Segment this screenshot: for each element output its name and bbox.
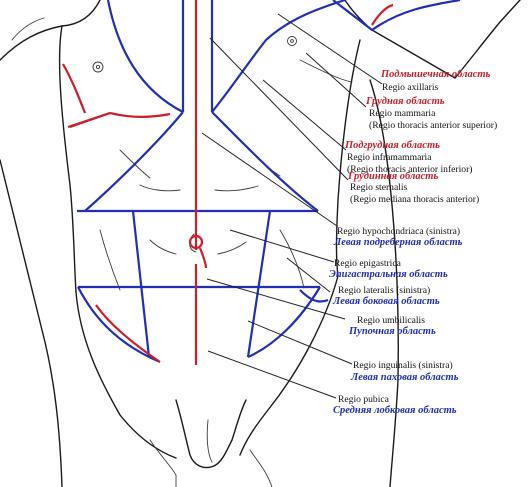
leader-inframammaria: [262, 79, 347, 151]
leader-pubica: [207, 350, 337, 399]
leader-lines: [201, 13, 383, 399]
leader-sternalis: [209, 37, 349, 181]
label-lat-inguinalis: Regio inguinalis (sinistra): [353, 360, 453, 371]
right-nipple-center: [290, 39, 294, 43]
leader-inguinalis: [247, 320, 353, 365]
region-boundaries-red: [62, 0, 394, 365]
label-ru-axillaris: Подмышечная область: [380, 69, 491, 80]
label-lat-mammaria-alt: (Regio thoracis anterior superior): [369, 120, 497, 131]
label-ru-sternalis: Грудинная область: [347, 171, 438, 182]
right-nipple-icon: [287, 36, 297, 46]
label-lat-pubica: Regio pubica: [338, 394, 390, 405]
left-nipple-center: [95, 64, 101, 70]
label-lat-sternalis-alt: (Regio mediana thoracis anterior): [350, 194, 479, 205]
leader-axillaris: [277, 13, 383, 85]
region-labels: Подмышечная область Regio axillaris Груд…: [329, 69, 497, 416]
label-ru-epigastrica: Эпигастральная область: [329, 269, 448, 280]
umbilicus-icon: [188, 234, 204, 250]
label-ru-pubica: Средняя лобковая область: [333, 405, 457, 416]
label-lat-inframammaria-alt: (Regio thoracis anterior inferior): [347, 164, 472, 175]
left-nipple-icon: [92, 61, 104, 73]
region-boundaries-blue: [77, 0, 461, 364]
leader-lateralis: [286, 257, 331, 293]
label-ru-inframammaria: Подгрудная область: [344, 140, 440, 151]
leader-mammaria: [305, 52, 367, 108]
label-ru-hypochondriaca: Левая подреберная область: [333, 237, 463, 248]
label-ru-inguinalis: Левая паховая область: [350, 372, 459, 383]
label-lat-mammaria: Regio mammaria: [369, 108, 436, 119]
label-lat-axillaris: Regio axillaris: [382, 82, 438, 93]
label-lat-epigastrica: Regio epigastrica: [334, 258, 402, 269]
label-ru-umbilicalis: Пупочная область: [348, 326, 436, 337]
leader-epigastrica: [229, 229, 335, 263]
label-ru-mammaria: Грудная область: [365, 96, 445, 107]
label-lat-umbilicalis: Regio umbilicalis: [357, 315, 425, 326]
label-lat-sternalis: Regio sternalis: [350, 182, 408, 193]
label-lat-hypochondriaca: Regio hypochondriaca (sinistra): [337, 226, 460, 237]
leader-hypochondriaca: [201, 132, 338, 227]
leader-umbilicalis: [206, 278, 346, 320]
label-lat-lateralis: Regio lateralis (sinistra): [338, 285, 430, 296]
label-ru-lateralis: Левая боковая область: [332, 296, 440, 307]
label-lat-inframammaria: Regio inframammaria: [347, 152, 432, 163]
